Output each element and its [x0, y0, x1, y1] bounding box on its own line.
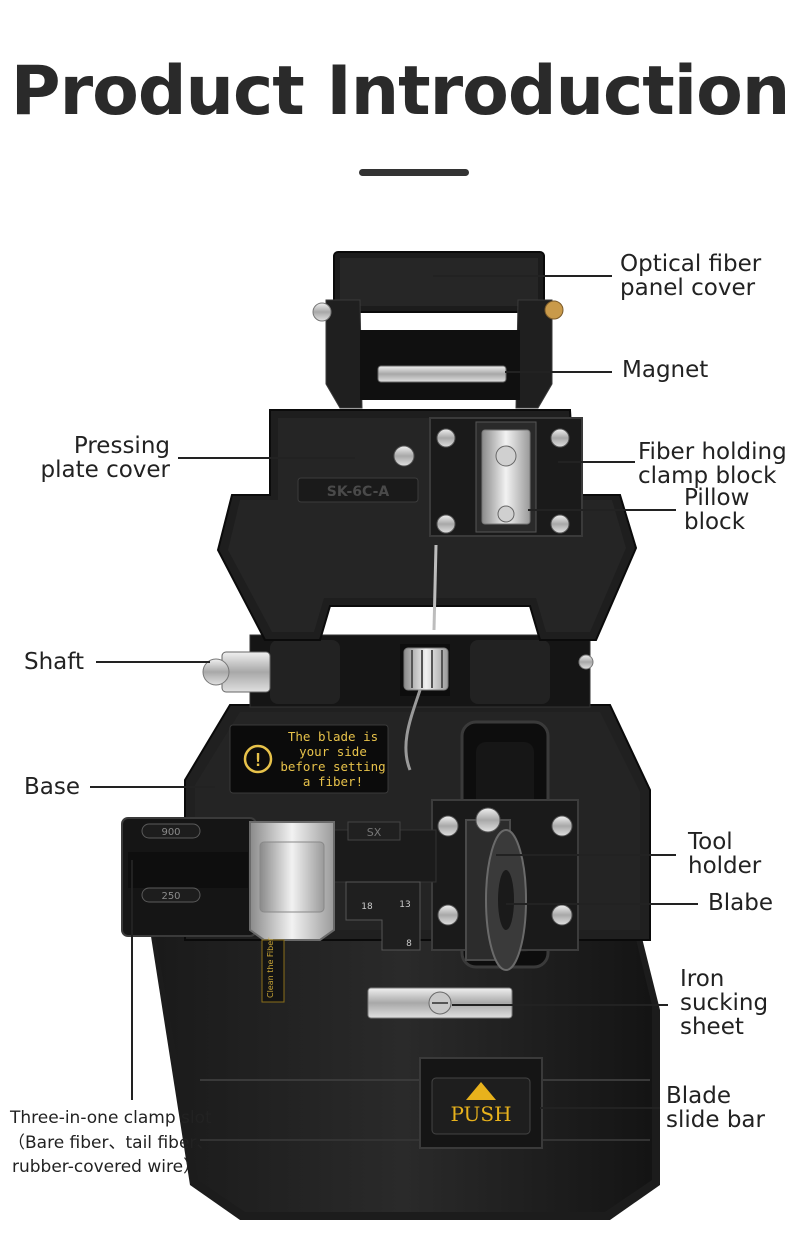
label-pressing-plate-cover: Pressing plate cover [40, 433, 171, 483]
metal-fiber-clamp [249, 821, 335, 941]
label-fiber-holding-clamp-block: Fiber holding clamp block [638, 439, 787, 489]
label-tool-holder: Tool holder [688, 829, 762, 879]
pillow-block [481, 429, 531, 525]
clamp-mark-900: 900 [161, 827, 180, 838]
label-pillow-block: Pillow block [684, 485, 750, 535]
label-shaft: Shaft [24, 649, 84, 675]
exclamation-circle-icon [243, 744, 273, 774]
three-in-one-clamp-slot: 900 250 SX [121, 817, 437, 937]
label-clamp-slot-line2: （Bare fiber、tail fiber、 [8, 1133, 214, 1153]
label-clamp-slot-line3: rubber-covered wire） [12, 1157, 201, 1177]
fiber-guide-scale: 18 13 8 [345, 881, 421, 951]
scale-mark: 18 [361, 902, 373, 912]
clamp-mark-250: 250 [161, 891, 180, 902]
base-lower-body [150, 930, 660, 1220]
label-blabe: Blabe [708, 890, 774, 916]
shaft [202, 651, 594, 693]
model-mark: SK-6C-A [327, 484, 390, 500]
scale-mark: 13 [399, 900, 410, 910]
label-optical-fiber-panel-cover: Optical fiber panel cover [620, 251, 762, 301]
blade-slide-bar [419, 1057, 543, 1149]
label-blade-slide-bar: Blade slide bar [666, 1083, 765, 1133]
push-label: PUSH [450, 1102, 512, 1126]
leader-lines [90, 275, 698, 1109]
blade [485, 829, 527, 971]
iron-sucking-sheet [367, 987, 513, 1019]
page-title: Product Introduction [10, 52, 790, 131]
title-underline [359, 169, 469, 176]
scale-mark: 8 [406, 939, 412, 949]
clean-fiber-sticker: Clean the Fiber [261, 937, 285, 1003]
optical-fiber-panel-cover [312, 251, 564, 409]
sticker-text: Clean the Fiber [266, 937, 275, 998]
label-base: Base [24, 774, 81, 800]
label-clamp-slot-line1: Three-in-one clamp slot [10, 1108, 212, 1128]
magnet [377, 365, 507, 383]
label-iron-sucking-sheet: Iron sucking sheet [680, 966, 769, 1040]
triangle-up-icon [466, 1082, 496, 1100]
label-magnet: Magnet [622, 357, 709, 383]
side-mark: SX [367, 826, 382, 839]
svg-text:!: ! [253, 750, 264, 771]
spring [403, 647, 449, 771]
tool-holder-screws [437, 815, 573, 926]
